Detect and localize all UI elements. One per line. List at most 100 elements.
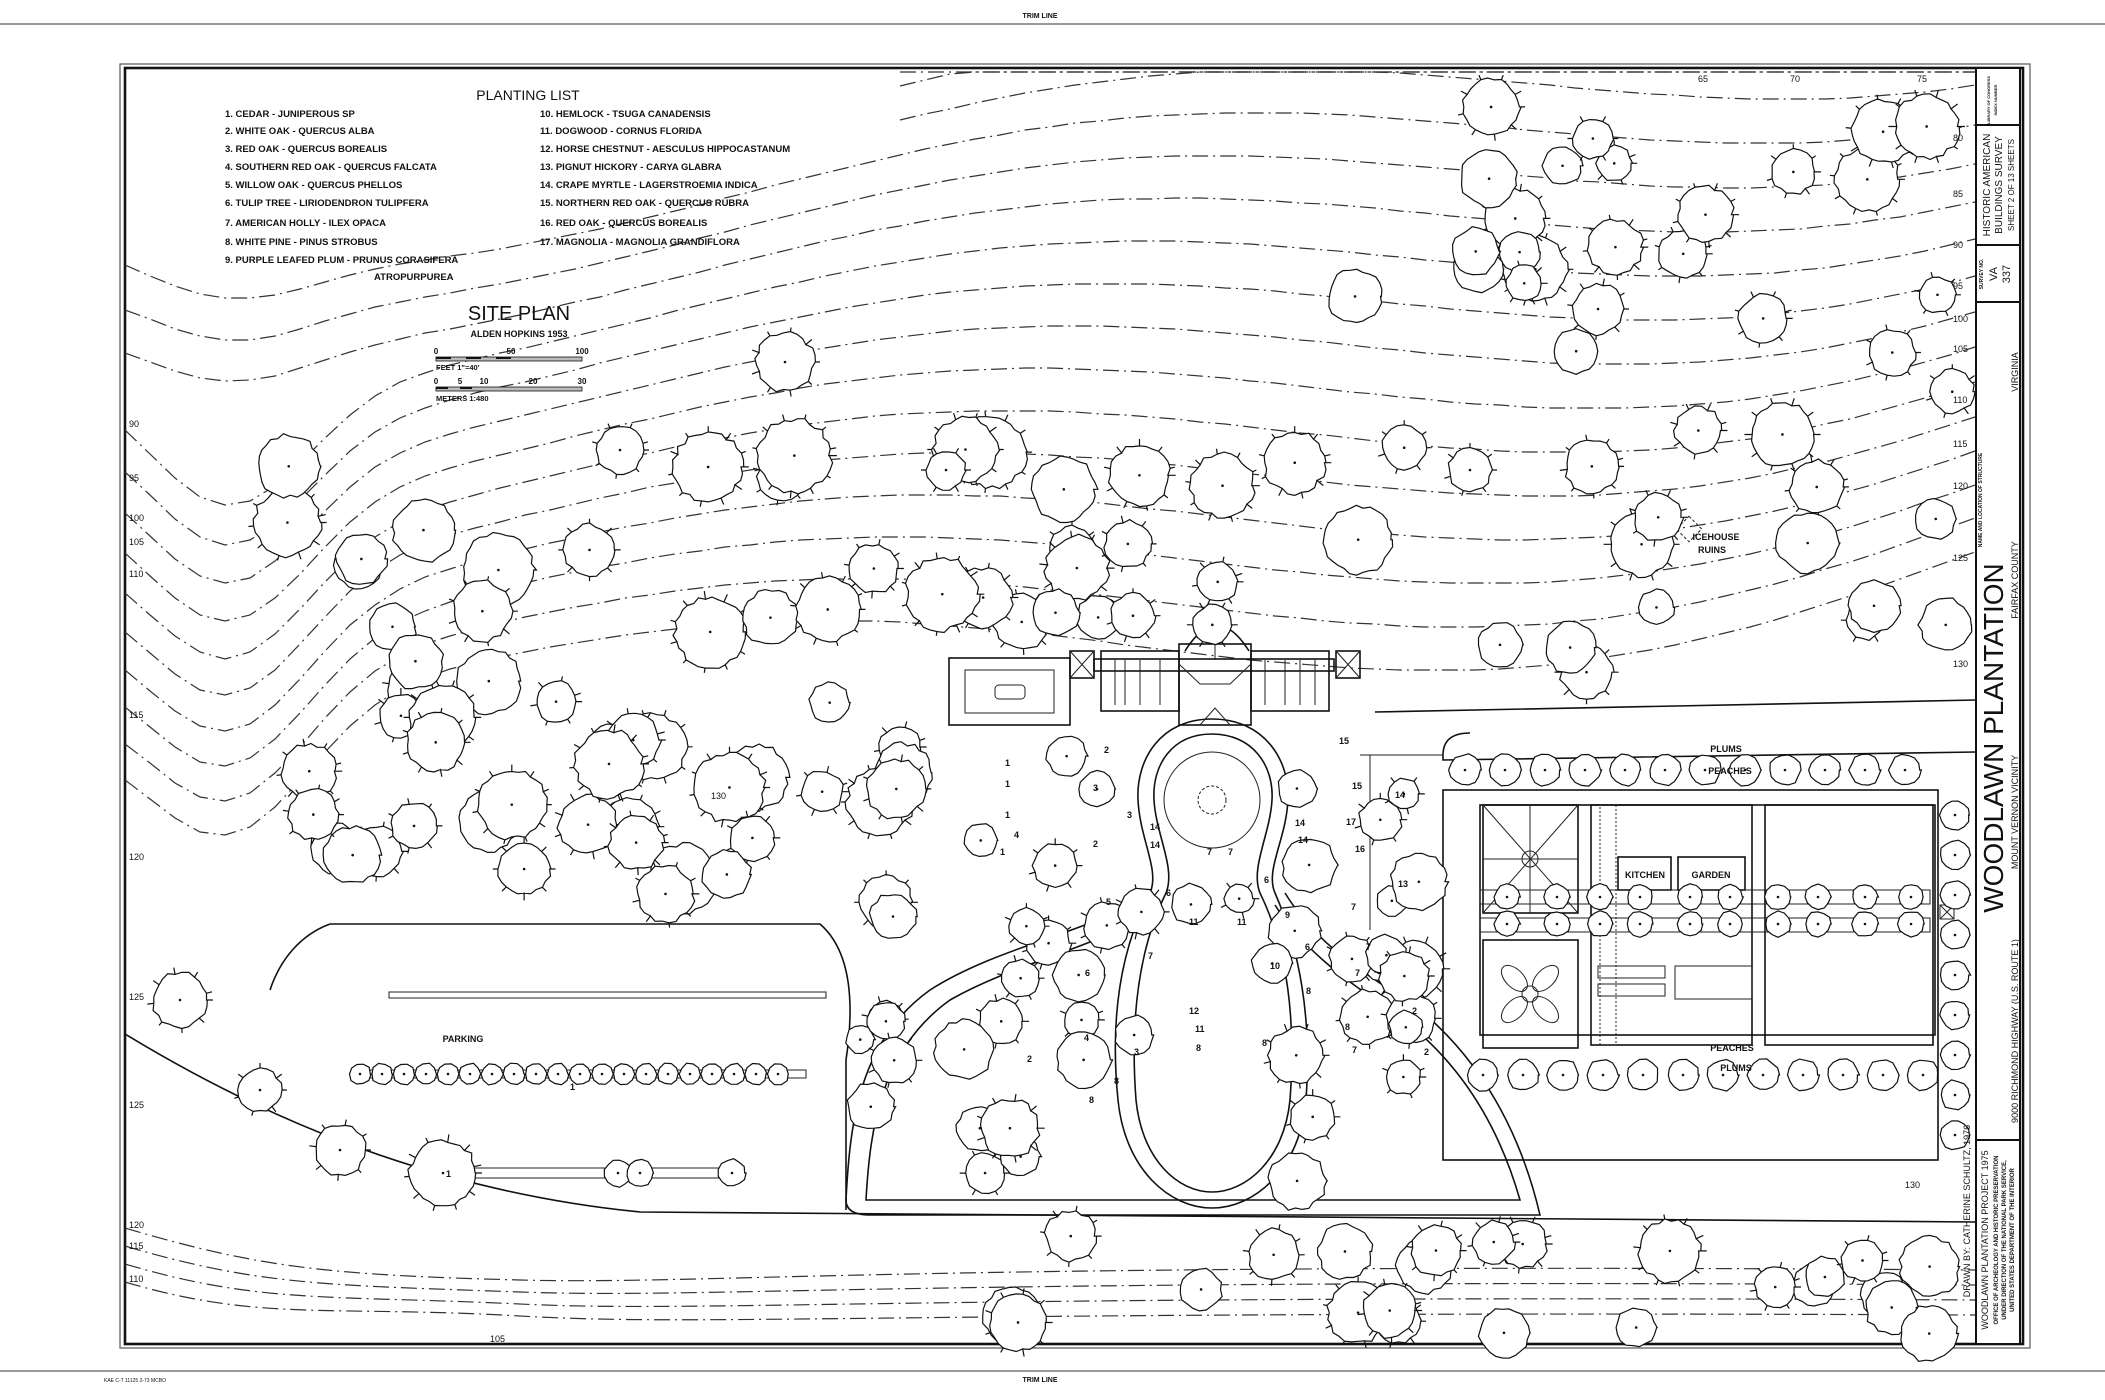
contour-line	[899, 71, 1975, 87]
tree-number-label: 11	[1189, 917, 1199, 927]
planting-list-item: 3. RED OAK - QUERCUS BOREALIS	[225, 144, 387, 155]
label-plums: PLUMS	[1710, 744, 1742, 754]
icehouse-ruins-outline	[1675, 515, 1703, 543]
tree-number-label: 14	[1150, 822, 1160, 832]
contour-line	[124, 381, 1976, 660]
tree-number-label: 2	[1412, 1006, 1417, 1016]
tree-number-label: 4	[1084, 1033, 1089, 1043]
drawn-by: DRAWN BY: CATHERINE SCHULTZ, 1976	[1962, 1125, 1972, 1297]
tree-number-label: 7	[1366, 942, 1371, 952]
contour-label: 120	[129, 1220, 144, 1230]
tree-canopy	[1115, 884, 1170, 940]
tree-canopy	[1734, 291, 1793, 348]
tree-number-label: 3	[1093, 783, 1098, 793]
tree-number-label: 8	[1345, 1022, 1350, 1032]
tree-canopy	[1326, 931, 1380, 987]
trees	[147, 74, 1980, 1363]
planting-list-item: 17. MAGNOLIA - MAGNOLIA GRANDIFLORA	[540, 237, 740, 248]
contour-label: 90	[1953, 240, 1963, 250]
label-plums: PLUMS	[1720, 1063, 1752, 1073]
contour-label: 105	[129, 537, 144, 547]
print-code: KAE C-T 11125 2-73 MCBO	[104, 1378, 166, 1384]
label-garden: GARDEN	[1691, 870, 1730, 880]
tree-canopy	[388, 798, 443, 854]
contour-label: 125	[129, 1100, 144, 1110]
tree-canopy	[1220, 882, 1260, 919]
scale-tick: 0	[434, 347, 439, 356]
contour-label: 130	[1953, 659, 1968, 669]
tree-number-label: 8	[1262, 1038, 1267, 1048]
site-plan-title-block: SITE PLAN ALDEN HOPKINS 1953 0 50 100 FE…	[434, 303, 589, 403]
tree-number-label: 2	[1104, 745, 1109, 755]
contour-label: 115	[129, 710, 143, 720]
tree-number-label: 6	[1085, 968, 1090, 978]
tree-number-label: 1	[1005, 810, 1010, 820]
tree-number-label: 8	[1089, 1095, 1094, 1105]
tree-number-label: 1	[1005, 758, 1010, 768]
tree-number-label: 14	[1150, 840, 1160, 850]
tree-number-label: 6	[1166, 888, 1171, 898]
tree-number-label: 7	[1228, 847, 1233, 857]
tree-canopy	[1629, 489, 1688, 547]
contour-line	[124, 346, 1976, 622]
tree-canopy	[1101, 515, 1157, 573]
contour-line	[124, 551, 1976, 836]
tree-number-label: 3	[1134, 1047, 1139, 1057]
tree-number-label: 14	[1395, 790, 1405, 800]
tree-canopy	[1171, 882, 1213, 925]
loc-index-label: LIBRARY OF CONGRESS	[1986, 76, 1991, 125]
project-title: WOODLAWN PLANTATION PROJECT 1975	[1980, 1150, 1990, 1329]
structure-county: FAIRFAX COUNTY	[2010, 541, 2020, 619]
planting-list-item: 15. NORTHERN RED OAK - QUERCUS RUBRA	[540, 198, 749, 209]
planting-list: PLANTING LIST 1. CEDAR - JUNIPEROUS SP2.…	[225, 87, 790, 283]
contour-label: 130	[1905, 1180, 1920, 1190]
planting-list-item: 5. WILLOW OAK - QUERCUS PHELLOS	[225, 180, 402, 191]
label-icehouse: ICEHOUSE	[1692, 532, 1739, 542]
contour-label: 95	[129, 473, 139, 483]
contour-label: 105	[1953, 344, 1968, 354]
tree-canopy	[868, 1032, 923, 1088]
contour-line	[899, 71, 1976, 121]
tree-number-label: 6	[1264, 875, 1269, 885]
site-plan-credit: ALDEN HOPKINS 1953	[470, 329, 567, 339]
contour-label: 115	[1953, 439, 1967, 449]
label-peaches: PEACHES	[1708, 766, 1752, 776]
contour-label: 120	[129, 852, 144, 862]
scale-tick: 50	[507, 347, 516, 356]
tree-number-label: 1	[570, 1082, 575, 1092]
office-line: UNITED STATES DEPARTMENT OF THE INTERIOR	[2010, 1168, 2016, 1312]
contour-line	[124, 311, 1976, 584]
tree-number-label: 7	[1355, 968, 1360, 978]
scale-tick: 0	[434, 377, 439, 386]
label-ruins: RUINS	[1698, 545, 1726, 555]
tree-number-label: 1	[446, 1169, 451, 1179]
contour-label: 105	[490, 1334, 505, 1344]
scale-tick: 20	[529, 377, 538, 386]
survey-number: 337	[2001, 265, 2013, 283]
tree-canopy	[1866, 324, 1921, 381]
scale-tick: 100	[575, 347, 589, 356]
tree-number-label: 10	[1270, 961, 1280, 971]
tree-canopy	[726, 810, 781, 866]
label-kitchen: KITCHEN	[1625, 870, 1665, 880]
contour-label: 110	[129, 569, 143, 579]
planting-list-title: PLANTING LIST	[476, 87, 580, 103]
contour-line	[124, 1245, 1977, 1295]
habs-title: HISTORIC AMERICAN	[1982, 134, 1993, 237]
contour-label: 110	[1953, 395, 1967, 405]
drawing-frame	[123, 66, 2025, 1346]
scale-tick: 10	[480, 377, 489, 386]
structure-address: 9000 RICHMOND HIGHWAY (U.S. ROUTE 1)	[2010, 939, 2020, 1123]
tree-number-label: 4	[1014, 830, 1019, 840]
planting-list-item: 4. SOUTHERN RED OAK - QUERCUS FALCATA	[225, 162, 437, 173]
label-peaches: PEACHES	[1710, 1043, 1754, 1053]
tree-number-label: 17	[1346, 817, 1356, 827]
contour-label: 65	[1698, 74, 1708, 84]
trim-line-bottom-label: TRIM LINE	[1023, 1377, 1058, 1384]
mansion	[948, 624, 1361, 726]
contour-line	[124, 112, 1976, 299]
planting-list-item: 9. PURPLE LEAFED PLUM - PRUNUS CORASIFER…	[225, 255, 458, 266]
tree-number-label: 7	[1207, 847, 1212, 857]
planting-list-item: 8. WHITE PINE - PINUS STROBUS	[225, 237, 378, 248]
structure-vicinity: MOUNT VERNON VICINITY	[2010, 755, 2020, 869]
